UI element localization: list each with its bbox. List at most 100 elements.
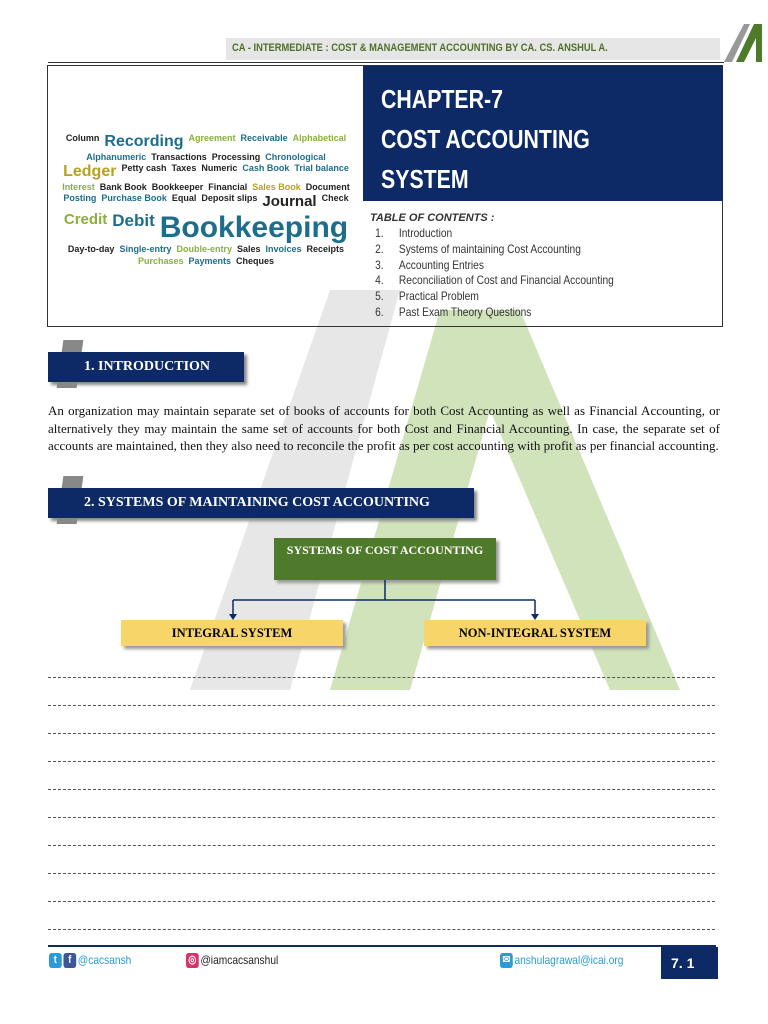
running-title: CA - INTERMEDIATE : COST & MANAGEMENT AC… [232, 42, 608, 54]
section-heading-introduction: 1. INTRODUCTION [48, 352, 244, 382]
page-number: 7. 1 [661, 947, 718, 979]
word: Alphabetical [292, 132, 347, 143]
toc-label: Reconciliation of Cost and Financial Acc… [398, 273, 614, 288]
toc-label: Accounting Entries [398, 257, 484, 272]
org-node-non-integral: NON-INTEGRAL SYSTEM [424, 620, 646, 646]
word: Alphanumeric [86, 151, 147, 162]
toc-label: Past Exam Theory Questions [398, 304, 532, 319]
org-node-integral: INTEGRAL SYSTEM [121, 620, 343, 646]
word: Taxes [171, 162, 197, 173]
note-line [48, 929, 715, 930]
word: Posting [63, 193, 97, 204]
footer-instagram[interactable]: ◎@iamcacsanshul [186, 953, 279, 969]
facebook-icon: f [63, 953, 77, 969]
word: Credit [63, 210, 108, 228]
note-line [48, 845, 715, 846]
twitter-icon: t [49, 953, 62, 969]
toc-num: 4. [375, 273, 384, 288]
word: Cheques [236, 255, 275, 266]
section-title: 2. SYSTEMS OF MAINTAINING COST ACCOUNTIN… [84, 495, 430, 510]
toc-num: 5. [375, 289, 384, 304]
toc-label: Introduction [398, 226, 453, 240]
toc-item[interactable]: 4. Reconciliation of Cost and Financial A… [370, 273, 614, 289]
toc-num: 2. [375, 241, 384, 256]
word: Journal [262, 193, 317, 211]
word: Recording [104, 132, 184, 150]
toc-item[interactable]: 3. Accounting Entries [370, 258, 614, 274]
toc-item[interactable]: 6. Past Exam Theory Questions [370, 305, 614, 321]
word: Financial [208, 181, 248, 192]
word: Bookkeeper [151, 181, 204, 192]
chapter-number: CHAPTER-7 [381, 84, 504, 114]
word: Deposit slips [201, 193, 258, 204]
note-line [48, 761, 715, 762]
word: Bookkeeping [159, 210, 349, 244]
word: Ledger [63, 162, 117, 180]
logo-icon [724, 24, 762, 62]
word: Interest [62, 181, 95, 192]
note-line [48, 733, 715, 734]
note-line [48, 817, 715, 818]
note-line [48, 873, 715, 874]
instagram-handle[interactable]: @iamcacsanshul [200, 953, 279, 967]
word: Double-entry [176, 244, 232, 255]
word: Receipts [306, 244, 345, 255]
note-line [48, 789, 715, 790]
word: Purchase Book [101, 193, 167, 204]
word: Agreement [188, 132, 236, 143]
footer-divider [48, 945, 716, 947]
word: Day-to-day [67, 244, 115, 255]
footer-email[interactable]: ✉anshulagrawal@icai.org [500, 953, 624, 969]
toc-title: TABLE OF CONTENTS : [370, 212, 495, 224]
mail-icon: ✉ [500, 953, 513, 969]
section-title: 1. INTRODUCTION [84, 359, 211, 374]
email-link[interactable]: anshulagrawal@icai.org [514, 953, 624, 967]
word: Purchases [137, 255, 184, 266]
table-of-contents: TABLE OF CONTENTS : 1. Introduction 2. Sys… [370, 212, 657, 321]
word: Document [305, 181, 350, 192]
word: Payments [188, 255, 232, 266]
note-line [48, 901, 715, 902]
word: Column [65, 132, 100, 143]
word: Sales [236, 244, 261, 255]
intro-paragraph: An organization may maintain separate se… [48, 403, 720, 453]
word: Debit [112, 210, 155, 230]
note-line [48, 705, 715, 706]
toc-label: Systems of maintaining Cost Accounting [398, 241, 581, 256]
word: Single-entry [119, 244, 172, 255]
word: Check [321, 193, 349, 204]
header-divider [48, 62, 724, 63]
word: Numeric [201, 162, 238, 173]
word: Chronological [265, 151, 326, 162]
section-heading-systems: 2. SYSTEMS OF MAINTAINING COST ACCOUNTIN… [48, 488, 474, 518]
header-bar [226, 38, 720, 60]
toc-item[interactable]: 1. Introduction [370, 226, 614, 242]
toc-item[interactable]: 5. Practical Problem [370, 289, 614, 305]
word: Invoices [265, 244, 302, 255]
twitter-handle[interactable]: @cacsansh [77, 953, 132, 967]
word: Processing [211, 151, 261, 162]
chapter-title-line1: COST ACCOUNTING [381, 124, 590, 154]
word-cloud-image: Column Recording Agreement Receivable Al… [58, 100, 354, 300]
word: Petty cash [121, 162, 167, 173]
toc-num: 1. [375, 226, 384, 240]
chapter-title-block: CHAPTER-7 COST ACCOUNTING SYSTEM [363, 66, 723, 201]
word: Sales Book [252, 181, 301, 192]
instagram-icon: ◎ [186, 953, 199, 969]
toc-num: 6. [375, 304, 384, 319]
word: Cash Book [242, 162, 290, 173]
toc-num: 3. [375, 257, 384, 272]
org-connectors [229, 580, 539, 620]
chapter-title-line2: SYSTEM [381, 164, 469, 194]
toc-item[interactable]: 2. Systems of maintaining Cost Accounting [370, 242, 614, 258]
word: Equal [171, 193, 197, 204]
word: Trial balance [294, 162, 349, 173]
word: Bank Book [99, 181, 147, 192]
word: Transactions [151, 151, 207, 162]
org-root-node: SYSTEMS OF COST ACCOUNTING [274, 538, 496, 580]
note-line [48, 677, 715, 678]
word: Receivable [240, 132, 288, 143]
toc-label: Practical Problem [398, 289, 479, 304]
